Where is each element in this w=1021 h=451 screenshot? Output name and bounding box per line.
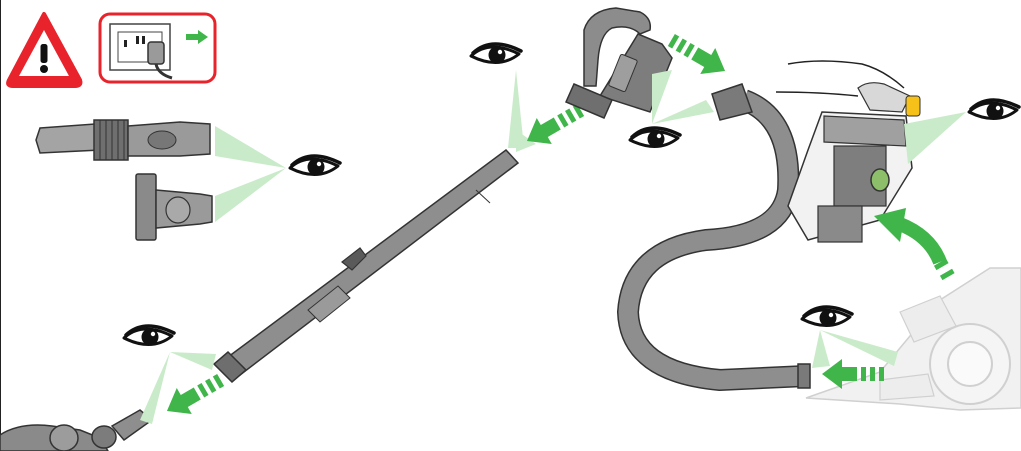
wand-tube xyxy=(212,148,520,384)
green-arrow-icon xyxy=(159,367,229,424)
sight-beam xyxy=(215,168,286,222)
sight-beam xyxy=(652,70,672,124)
warning-triangle-icon xyxy=(6,12,83,88)
cyclone-bin xyxy=(775,60,921,243)
sight-beam xyxy=(215,126,286,168)
vacuum-body xyxy=(805,267,1021,411)
eye-icon xyxy=(288,154,342,178)
sight-beam xyxy=(820,330,898,366)
eye-icon xyxy=(628,126,682,150)
hose xyxy=(616,83,811,392)
combination-tool xyxy=(35,119,211,161)
sight-beam xyxy=(904,112,966,164)
sight-beam xyxy=(508,70,524,148)
stair-tool xyxy=(135,173,213,241)
eye-icon xyxy=(800,305,854,329)
sight-beam xyxy=(170,352,216,370)
sight-beam xyxy=(140,352,170,424)
sight-beam xyxy=(812,330,830,368)
green-arrow-icon xyxy=(663,27,733,84)
unplug-icon xyxy=(98,12,217,84)
eye-icon xyxy=(967,98,1021,122)
sight-beam xyxy=(652,100,714,124)
floor-tool-head xyxy=(0,409,154,451)
eye-icon xyxy=(469,42,523,66)
eye-icon xyxy=(122,324,176,348)
green-arrow-icon xyxy=(874,208,955,281)
